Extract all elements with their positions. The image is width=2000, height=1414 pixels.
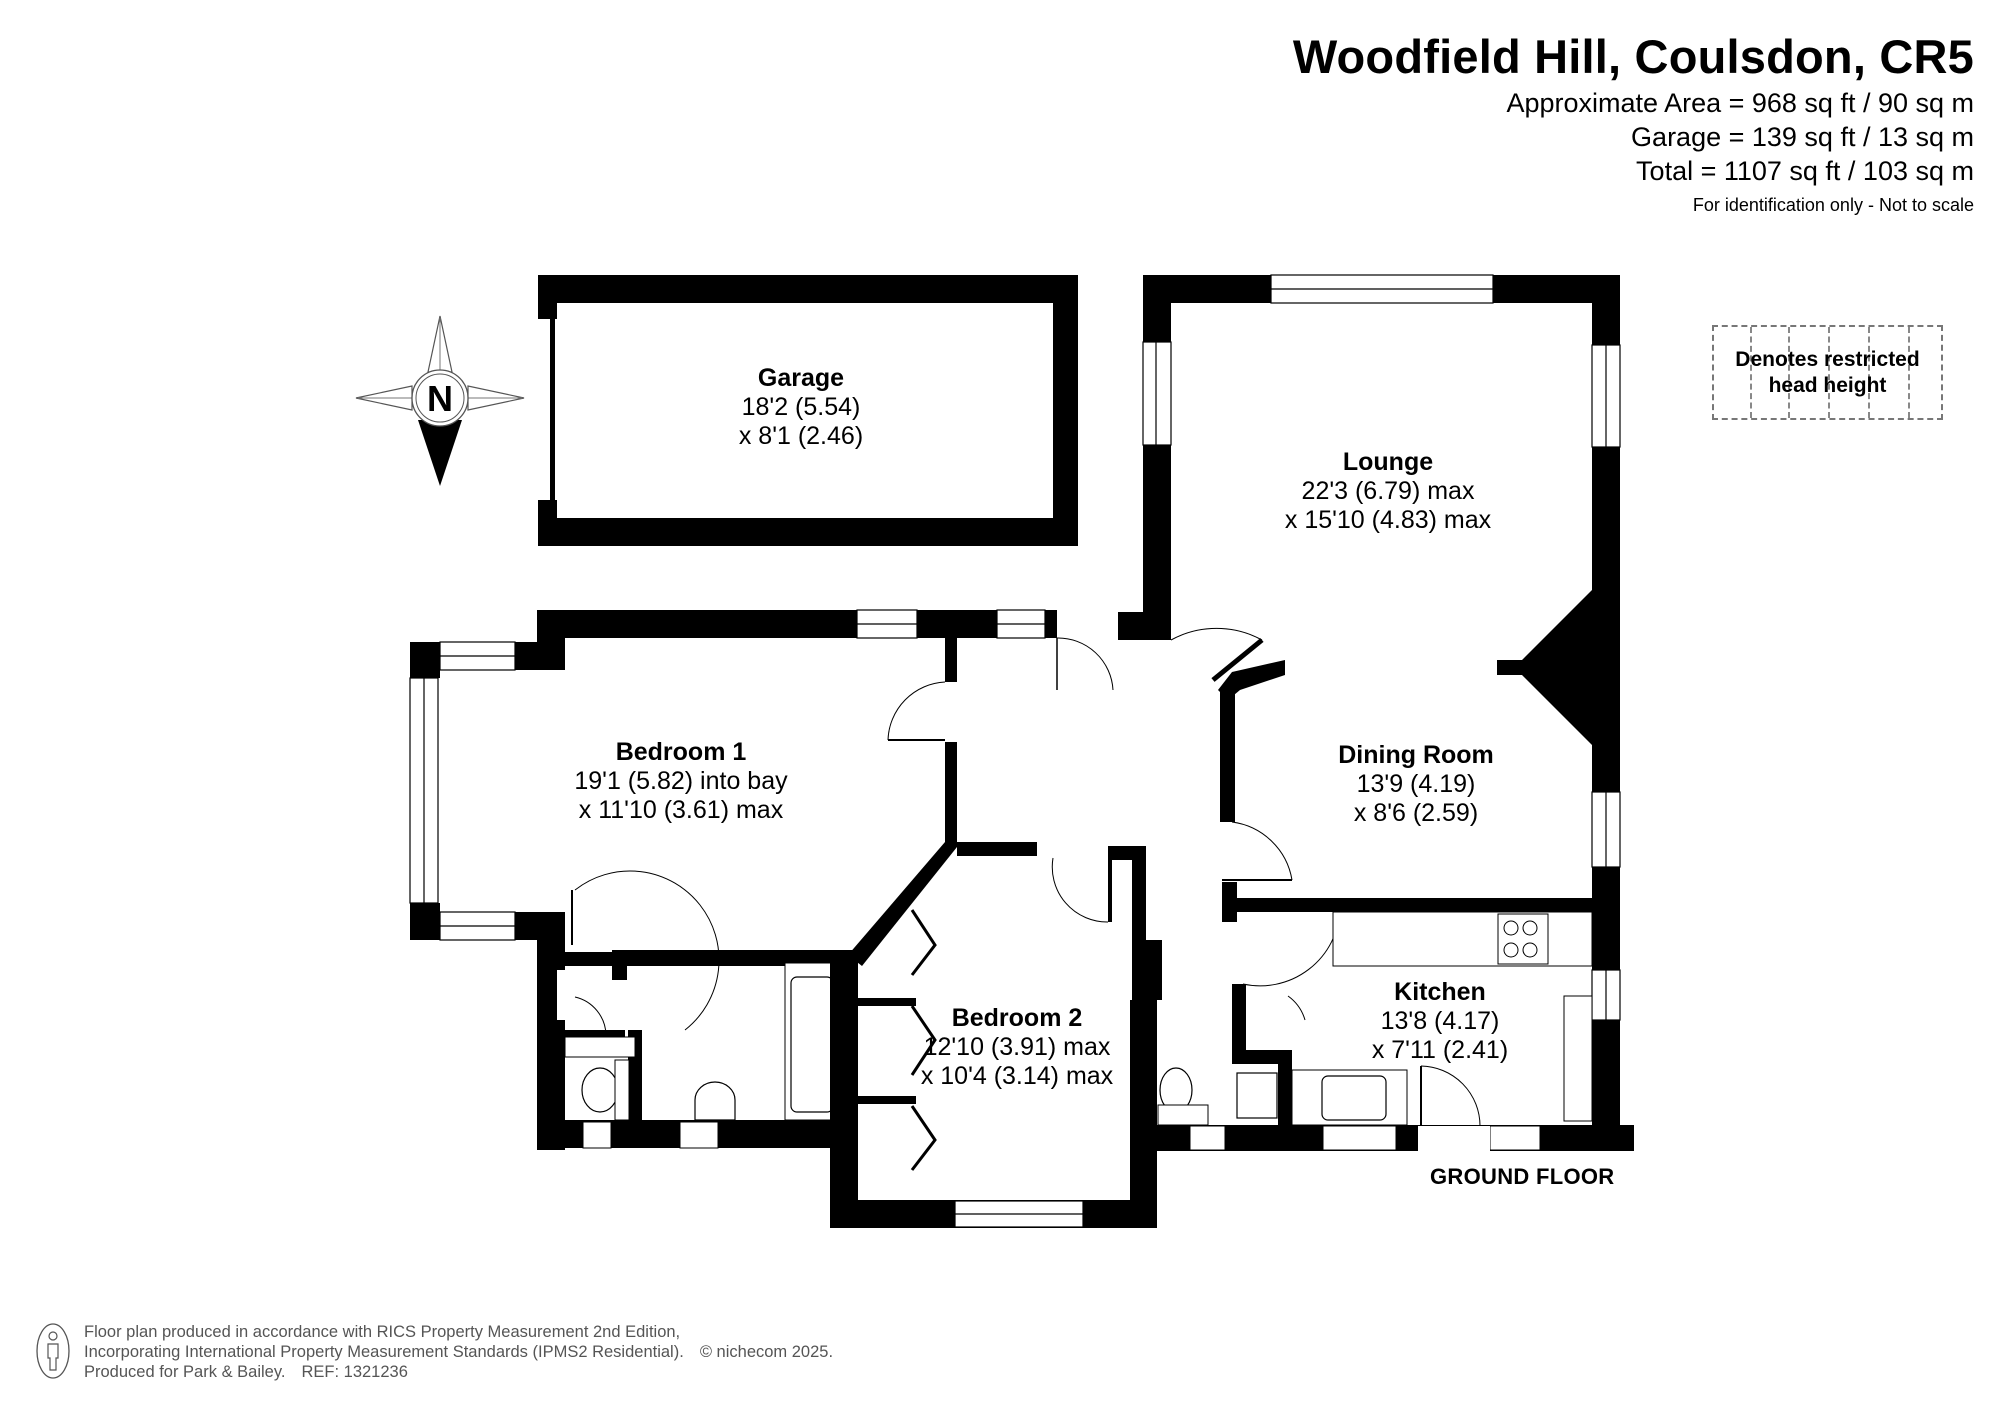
- garage-door: [550, 319, 555, 500]
- lounge-walls: [1118, 274, 1621, 977]
- room-dimension: x 11'10 (3.61) max: [578, 796, 784, 824]
- room-label-dining-room: Dining Room 13'9 (4.19) x 8'6 (2.59): [1338, 741, 1494, 828]
- header: Woodfield Hill, Coulsdon, CR5 Approximat…: [1293, 28, 1974, 220]
- room-label-kitchen: Kitchen 13'8 (4.17) x 7'11 (2.41): [1372, 978, 1508, 1065]
- legend-line-1: Denotes restricted: [1735, 347, 1920, 371]
- room-name: Bedroom 1: [615, 738, 747, 766]
- room-dimension: 13'8 (4.17): [1380, 1007, 1500, 1035]
- room-name: Bedroom 2: [951, 1004, 1083, 1032]
- approximate-area: Approximate Area = 968 sq ft / 90 sq m: [1506, 88, 1974, 118]
- bedroom2-walls: [830, 909, 1157, 1228]
- footer-standards: Incorporating International Property Mea…: [84, 1343, 684, 1361]
- footer-line-2: Incorporating International Property Mea…: [84, 1342, 833, 1362]
- north-compass-icon: N: [355, 315, 525, 486]
- room-name: Garage: [757, 364, 845, 392]
- room-label-lounge: Lounge 22'3 (6.79) max x 15'10 (4.83) ma…: [1285, 448, 1491, 535]
- garage-walls: [538, 275, 1078, 546]
- scale-disclaimer: For identification only - Not to scale: [1692, 195, 1974, 215]
- person-info-icon: [36, 1323, 70, 1379]
- footer-text: Floor plan produced in accordance with R…: [84, 1322, 833, 1382]
- chimney-breast: [1497, 590, 1592, 745]
- hob-icon: [1497, 913, 1549, 965]
- footer: Floor plan produced in accordance with R…: [36, 1322, 833, 1382]
- room-dimension: x 7'11 (2.41): [1371, 1036, 1509, 1064]
- shower-tray-icon: [1236, 1072, 1278, 1119]
- footer-reference: REF: 1321236: [301, 1363, 408, 1381]
- svg-text:N: N: [427, 378, 453, 419]
- room-dimension: 19'1 (5.82) into bay: [574, 767, 788, 795]
- wash-basin-icon: [694, 1081, 736, 1121]
- room-dimension: x 8'6 (2.59): [1353, 799, 1479, 827]
- wardrobe-door-icon: [910, 909, 937, 976]
- bathroom-walls: [537, 870, 852, 1150]
- footer-line-3: Produced for Park & Bailey. REF: 1321236: [84, 1362, 833, 1382]
- room-dimension: 18'2 (5.54): [741, 393, 861, 421]
- room-label-garage: Garage 18'2 (5.54) x 8'1 (2.46): [739, 364, 863, 451]
- room-dimension: 22'3 (6.79) max: [1301, 477, 1475, 505]
- kitchen-sink-icon: [1321, 1075, 1387, 1121]
- floor-level-label: GROUND FLOOR: [1430, 1164, 1615, 1189]
- room-dimension: 12'10 (3.91) max: [923, 1033, 1111, 1061]
- room-dimension: 13'9 (4.19): [1356, 770, 1476, 798]
- hallway-walls: [1051, 637, 1146, 1006]
- room-label-bedroom-1: Bedroom 1 19'1 (5.82) into bay x 11'10 (…: [574, 738, 787, 825]
- total-area: Total = 1107 sq ft / 103 sq m: [1636, 156, 1974, 186]
- legend-line-2: head height: [1768, 373, 1887, 397]
- room-name: Kitchen: [1394, 978, 1486, 1006]
- room-name: Dining Room: [1338, 741, 1494, 769]
- wc-toilet-icon: [581, 1067, 619, 1113]
- footer-line-1: Floor plan produced in accordance with R…: [84, 1323, 681, 1341]
- kitchen-walls: [1146, 909, 1634, 1152]
- footer-copyright: © nichecom 2025.: [699, 1343, 834, 1361]
- garage-area: Garage = 139 sq ft / 13 sq m: [1631, 122, 1974, 152]
- property-title: Woodfield Hill, Coulsdon, CR5: [1292, 30, 1974, 83]
- bath-icon: [790, 976, 834, 1113]
- room-name: Lounge: [1342, 448, 1434, 476]
- room-dimension: x 8'1 (2.46): [738, 422, 864, 450]
- room-dimension: x 15'10 (4.83) max: [1284, 506, 1492, 534]
- room-dimension: x 10'4 (3.14) max: [920, 1062, 1114, 1090]
- legend-text: Denotes restricted head height: [1735, 347, 1919, 399]
- footer-produced-for: Produced for Park & Bailey.: [84, 1363, 286, 1381]
- room-label-bedroom-2: Bedroom 2 12'10 (3.91) max x 10'4 (3.14)…: [921, 1004, 1113, 1091]
